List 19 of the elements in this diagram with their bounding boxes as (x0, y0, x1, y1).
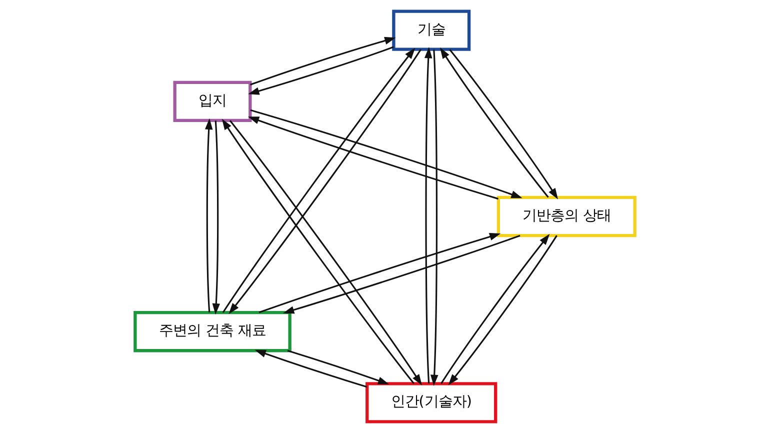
arrow (440, 48, 549, 198)
node-box: 기술 (392, 10, 471, 51)
arrow (212, 120, 220, 315)
arrow (424, 47, 432, 384)
arrow (204, 118, 213, 312)
arrow (430, 50, 438, 386)
node-box: 주변의 건축 재료 (134, 310, 292, 352)
arrow (250, 36, 396, 86)
node-box: 기반층의 상태 (496, 196, 636, 238)
node-box: 인간(기술자) (366, 382, 498, 424)
arrow (248, 116, 498, 200)
arrow (254, 350, 368, 388)
arrow (258, 232, 501, 314)
arrow (283, 234, 520, 314)
arrow (287, 350, 390, 384)
arrow (449, 49, 558, 200)
node-box: 입지 (173, 80, 252, 122)
arrow (250, 109, 522, 198)
arrow (248, 46, 394, 95)
